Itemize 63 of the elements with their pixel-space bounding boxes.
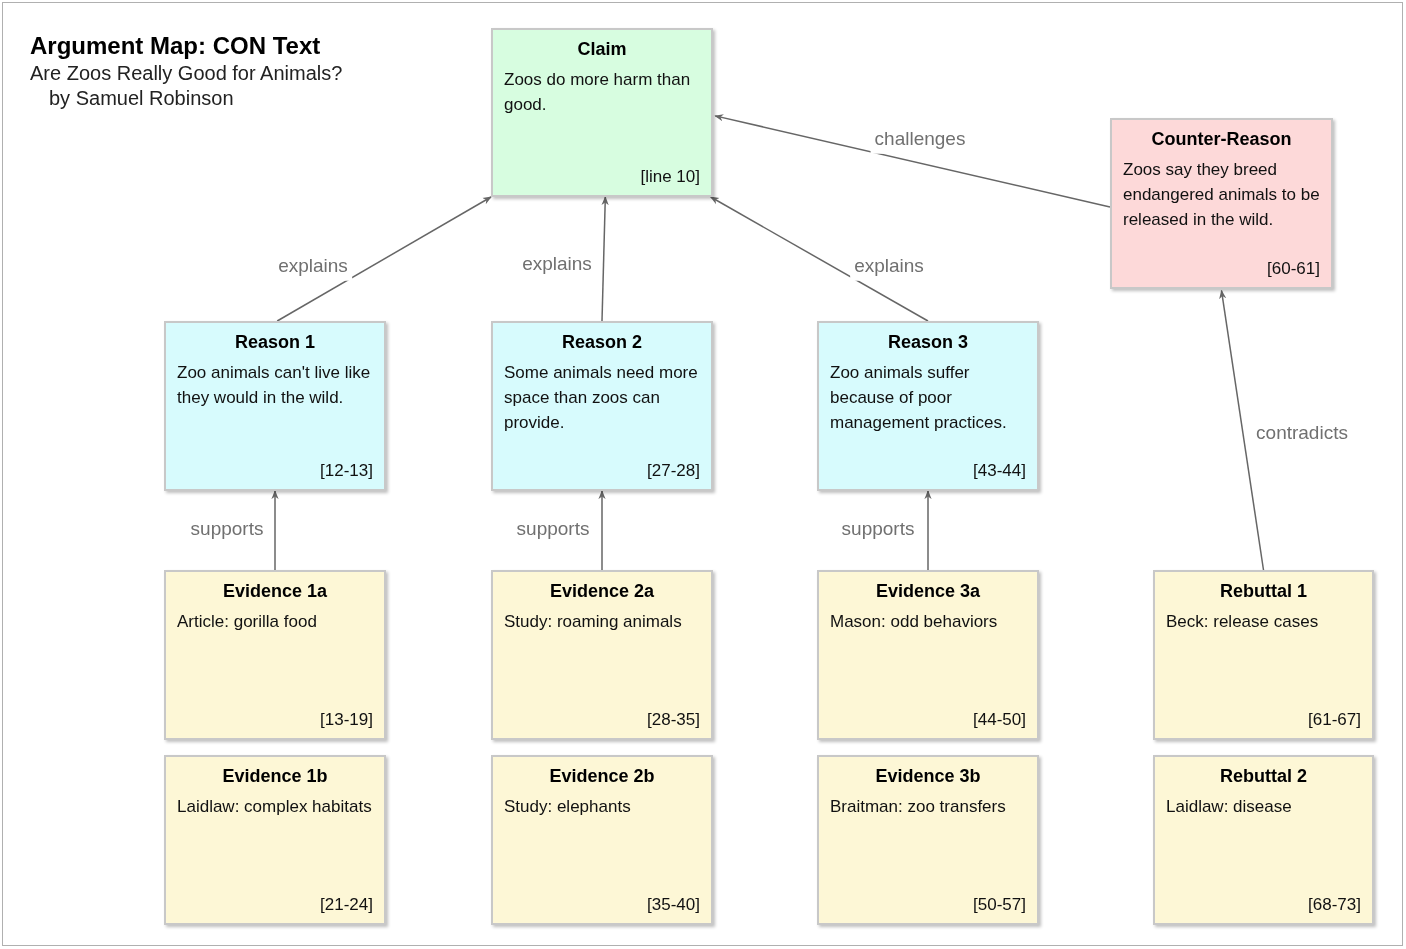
argument-card [491, 570, 713, 740]
card-heading: Evidence 2b [548, 765, 656, 788]
argument-card [164, 570, 386, 740]
argument-card [1110, 118, 1333, 289]
card-heading: Claim [576, 38, 628, 61]
card-body: Laidlaw: complex habitats [177, 796, 373, 818]
card-heading: Evidence 3b [874, 765, 982, 788]
card-body: Beck: release cases [1166, 611, 1320, 633]
card-body: Laidlaw: disease [1166, 796, 1293, 818]
subtitle: by Samuel Robinson [48, 86, 235, 111]
card-body: Study: elephants [504, 796, 632, 818]
argument-card [1153, 570, 1374, 740]
argument-card [1153, 755, 1374, 925]
arrow [271, 490, 279, 571]
argument-card [817, 755, 1039, 925]
card-heading: Rebuttal 2 [1219, 765, 1308, 788]
line-reference: [43-44] [973, 459, 1026, 482]
card-heading: Rebuttal 1 [1219, 580, 1308, 603]
card-body: Braitman: zoo transfers [830, 796, 1007, 818]
arrow [601, 196, 609, 322]
card-heading: Evidence 1a [221, 580, 329, 603]
argument-card [817, 321, 1039, 491]
line-reference: [68-73] [1308, 893, 1361, 916]
arrow [714, 114, 1111, 208]
card-heading: Reason 3 [886, 331, 969, 354]
card-body: Zoos say they breed endangered animals to be released in the wild. [1123, 159, 1320, 231]
card-heading: Evidence 2a [548, 580, 656, 603]
card-body: Zoos do more harm than good. [504, 69, 692, 116]
argument-card [164, 755, 386, 925]
line-reference: [44-50] [973, 708, 1026, 731]
argument-card [491, 321, 713, 491]
arrow [1219, 289, 1265, 571]
card-body: Zoo animals can't live like they would in the wild. [177, 362, 372, 409]
card-heading: Evidence 1b [221, 765, 329, 788]
line-reference: [13-19] [320, 708, 373, 731]
arrow [710, 196, 929, 322]
line-reference: [61-67] [1308, 708, 1361, 731]
argument-card [817, 570, 1039, 740]
arrow [924, 490, 932, 571]
arrow [598, 490, 606, 571]
line-reference: [27-28] [647, 459, 700, 482]
card-body: Mason: odd behaviors [830, 611, 999, 633]
argument-card [491, 755, 713, 925]
card-heading: Reason 2 [560, 331, 643, 354]
title: Argument Map: CON Text [30, 31, 322, 61]
line-reference: [28-35] [647, 708, 700, 731]
card-body: Study: roaming animals [504, 611, 683, 633]
card-heading: Evidence 3a [874, 580, 982, 603]
line-reference: [12-13] [320, 459, 373, 482]
line-reference: [21-24] [320, 893, 373, 916]
card-body: Zoo animals suffer because of poor management practices. [830, 362, 1008, 434]
argument-card [491, 28, 713, 197]
card-body: Article: gorilla food [177, 611, 318, 633]
subtitle: Are Zoos Really Good for Animals? [30, 61, 343, 86]
card-heading: Reason 1 [233, 331, 316, 354]
card-heading: Counter-Reason [1150, 128, 1293, 151]
argument-card [164, 321, 386, 491]
arrow [276, 196, 492, 322]
line-reference: [60-61] [1267, 257, 1320, 280]
line-reference: [50-57] [973, 893, 1026, 916]
card-body: Some animals need more space than zoos can provide. [504, 362, 699, 434]
line-reference: [line 10] [640, 165, 700, 188]
line-reference: [35-40] [647, 893, 700, 916]
